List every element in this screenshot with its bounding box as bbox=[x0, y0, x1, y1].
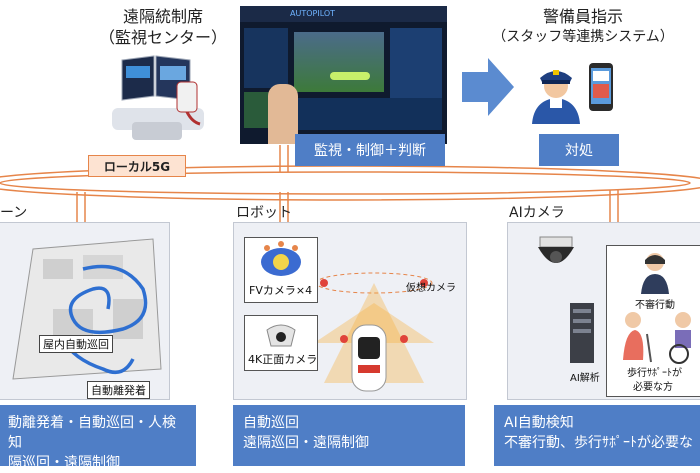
screen-right-panel bbox=[390, 28, 442, 98]
fv-camera-icon bbox=[261, 241, 301, 276]
guard-icon bbox=[532, 70, 580, 124]
screen-bottom-strip bbox=[294, 98, 442, 130]
auto-takeoff-tag: 自動離発着 bbox=[87, 381, 150, 399]
screen-header-bar bbox=[240, 6, 447, 22]
security-robot-icon bbox=[351, 324, 387, 392]
control-desk-illustration bbox=[112, 55, 204, 140]
ai-analysis-label: AI解析 bbox=[570, 373, 600, 384]
robot-section-label: ロボット bbox=[236, 205, 292, 221]
guard-title-line2: （スタッフ等連携システム） bbox=[492, 29, 674, 45]
robot-panel: FVカメラ×4 4K正面カメラ 仮想カメラ bbox=[233, 222, 467, 400]
fv-camera-label: FVカメラ×4 bbox=[249, 284, 313, 297]
ai-camera-panel: AI解析 不審行動 歩行ｻﾎﾟｰﾄが 必要な方 bbox=[507, 222, 700, 400]
smartphone-icon bbox=[589, 63, 613, 111]
indoor-patrol-tag: 屋内自動巡回 bbox=[39, 335, 113, 353]
4k-camera-label: 4K正面カメラ bbox=[248, 353, 318, 366]
ai-camera-section-label: AIカメラ bbox=[509, 205, 565, 221]
suspicious-label: 不審行動 bbox=[635, 300, 675, 311]
ai-desc-line2: 不審行動、歩行ｻﾎﾟｰﾄが必要な bbox=[504, 435, 693, 451]
guard-title: 警備員指示 （スタッフ等連携システム） bbox=[488, 6, 678, 48]
robot-desc-line2: 遠隔巡回・遠隔制御 bbox=[243, 435, 369, 451]
dome-camera-icon bbox=[266, 324, 296, 347]
drone-desc-line2: 隔巡回・遠隔制御 bbox=[8, 455, 120, 471]
drone-panel: 屋内自動巡回 自動離発着 bbox=[0, 222, 170, 400]
action-box: 対処 bbox=[539, 134, 619, 166]
robot-desc-line1: 自動巡回 bbox=[243, 415, 299, 431]
floor-plan-illustration bbox=[12, 238, 162, 380]
ai-camera-icon bbox=[538, 236, 574, 263]
control-room-photo: AUTOPILOT bbox=[240, 6, 447, 144]
virtual-camera-label: 仮想カメラ bbox=[406, 283, 456, 294]
guard-title-line1: 警備員指示 bbox=[542, 7, 623, 26]
server-icon bbox=[570, 303, 594, 363]
detection-card: 不審行動 歩行ｻﾎﾟｰﾄが 必要な方 bbox=[606, 245, 700, 397]
ai-description-box: AI自動検知 不審行動、歩行ｻﾎﾟｰﾄが必要な bbox=[494, 405, 700, 466]
operator-hand bbox=[268, 84, 298, 144]
walk-support-label-1: 歩行ｻﾎﾟｰﾄが bbox=[627, 368, 682, 379]
screen-left-panel bbox=[244, 28, 288, 88]
suspicious-person-icon bbox=[641, 253, 669, 294]
center-title: 遠隔統制席 （監視センター） bbox=[98, 6, 228, 48]
ai-desc-line1: AI自動検知 bbox=[504, 415, 574, 431]
walk-support-label-2: 必要な方 bbox=[633, 382, 673, 393]
fv-camera-card: FVカメラ×4 bbox=[244, 237, 318, 303]
screen-camera-feed bbox=[294, 32, 384, 92]
screen-brand-text: AUTOPILOT bbox=[290, 9, 336, 18]
wheelchair-person-icon bbox=[669, 312, 691, 364]
drone-description-box: 動離発着・自動巡回・人検知 隔巡回・遠隔制御 bbox=[0, 405, 196, 471]
local-5g-label: ローカル5G bbox=[88, 155, 186, 177]
elderly-person-icon bbox=[623, 312, 652, 363]
drone-desc-line1: 動離発着・自動巡回・人検知 bbox=[8, 415, 176, 451]
screen-sparkle bbox=[330, 72, 370, 80]
4k-camera-card: 4K正面カメラ bbox=[244, 315, 318, 371]
center-title-line2: （監視センター） bbox=[98, 28, 227, 47]
monitor-control-box: 監視・制御＋判断 bbox=[295, 134, 445, 166]
drone-section-label: ーン bbox=[0, 205, 28, 221]
flow-arrow-icon bbox=[462, 58, 514, 116]
center-title-line1: 遠隔統制席 bbox=[122, 7, 203, 26]
robot-description-box: 自動巡回 遠隔巡回・遠隔制御 bbox=[233, 405, 465, 466]
